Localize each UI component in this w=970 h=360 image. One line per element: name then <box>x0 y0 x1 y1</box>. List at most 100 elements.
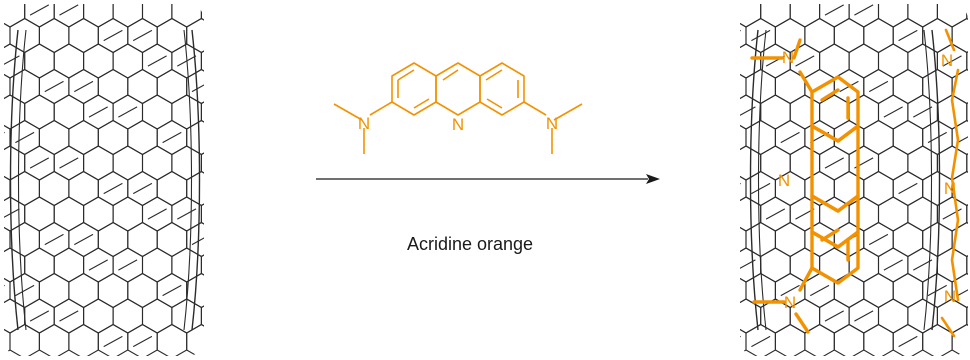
lattice-hexagon <box>127 221 158 258</box>
lattice-hexagon <box>83 43 114 79</box>
lattice-hexagon <box>863 119 894 156</box>
lattice-double-bond <box>707 5 726 15</box>
lattice-hexagon <box>68 17 99 54</box>
lattice-double-bond <box>810 284 830 297</box>
lattice-hexagon <box>819 4 850 28</box>
lattice-hexagon <box>892 272 924 309</box>
lattice-hexagon <box>141 94 173 130</box>
lattice-hexagon <box>740 119 747 156</box>
lattice-hexagon <box>740 170 747 207</box>
lattice-hexagon <box>702 248 732 282</box>
lattice-hexagon <box>848 247 880 283</box>
lattice-double-bond <box>824 157 844 169</box>
lattice-hexagon <box>156 323 188 356</box>
lattice-double-bond <box>707 311 726 321</box>
lattice-hexagon <box>68 170 99 207</box>
adsorbed-dye-front <box>750 38 860 334</box>
lattice-double-bond <box>207 158 226 168</box>
lattice-hexagon <box>907 43 938 79</box>
lattice-double-bond <box>103 182 123 195</box>
reaction-arrow-icon <box>316 174 660 184</box>
lattice-hexagon <box>848 94 880 130</box>
lattice-hexagon <box>186 17 204 54</box>
lattice-hexagon <box>740 68 747 105</box>
lattice-hexagon <box>200 145 204 181</box>
lattice-hexagon <box>200 247 204 283</box>
lattice-double-bond <box>207 311 226 321</box>
lattice-double-bond <box>59 4 79 16</box>
lattice-hexagon <box>745 221 776 258</box>
lattice-hexagon <box>83 196 114 232</box>
lattice-double-bond <box>795 55 815 67</box>
lattice-hexagon <box>97 119 129 156</box>
lattice-hexagon <box>4 4 26 28</box>
lattice-hexagon <box>68 323 99 356</box>
lattice-hexagon <box>38 272 70 309</box>
lattice-hexagon <box>186 272 204 309</box>
lattice-double-bond <box>913 106 933 118</box>
lattice-hexagon <box>53 247 85 283</box>
amine-nitrogen-left: N <box>358 114 370 133</box>
lattice-hexagon <box>760 4 791 28</box>
lattice-hexagon <box>740 17 747 54</box>
lattice-double-bond <box>162 284 182 297</box>
lattice-hexagon <box>877 43 909 79</box>
lattice-hexagon <box>38 323 70 356</box>
lattice-hexagon <box>877 4 909 28</box>
lattice-double-bond <box>15 131 35 144</box>
lattice-hexagon <box>38 170 70 207</box>
lattice-double-bond <box>177 208 197 220</box>
lattice-hexagon <box>789 94 821 130</box>
lattice-double-bond <box>147 55 167 67</box>
lattice-hexagon <box>892 221 924 258</box>
lattice-double-bond <box>29 4 50 16</box>
adsorbed-amine-nitrogen-bottom: N <box>784 293 796 312</box>
lattice-double-bond <box>162 131 182 144</box>
lattice-hexagon <box>97 272 129 309</box>
lattice-hexagon <box>112 196 144 232</box>
lattice-hexagon <box>156 68 188 105</box>
lattice-hexagon <box>112 298 144 334</box>
adsorbed-ring-nitrogen: N <box>778 171 790 190</box>
lattice-hexagon <box>863 272 894 309</box>
lattice-hexagon <box>112 145 144 181</box>
lattice-hexagon <box>760 94 791 130</box>
lattice-hexagon <box>200 196 204 232</box>
lattice-hexagon <box>804 221 835 258</box>
lattice-hexagon <box>200 94 204 130</box>
lattice-double-bond <box>780 131 800 144</box>
lattice-hexagon <box>877 145 909 181</box>
lattice-double-bond <box>59 157 79 169</box>
lattice-hexagon <box>97 68 129 105</box>
lattice-double-bond <box>15 284 35 297</box>
lattice-double-bond <box>740 335 741 348</box>
lattice-double-bond <box>927 284 947 297</box>
lattice-double-bond <box>132 182 153 195</box>
lattice-hexagon <box>24 43 55 79</box>
adsorbed-amine-nitrogen-top: N <box>782 48 794 67</box>
lattice-hexagon <box>141 298 173 334</box>
lattice-hexagon <box>907 4 938 28</box>
lattice-double-bond <box>854 4 874 16</box>
lattice-double-bond <box>751 335 771 348</box>
lattice-double-bond <box>868 80 889 93</box>
lattice-hexagon <box>951 17 968 54</box>
lattice-hexagon <box>907 145 938 181</box>
lattice-hexagon <box>774 323 806 356</box>
lattice-double-bond <box>898 29 918 42</box>
lattice-hexagon <box>789 145 821 181</box>
lattice-hexagon <box>141 145 173 181</box>
lattice-hexagon <box>97 221 129 258</box>
lattice-double-bond <box>118 106 138 118</box>
lattice-hexagon <box>702 197 732 231</box>
lattice-double-bond <box>868 233 889 246</box>
lattice-hexagon <box>200 43 204 79</box>
amine-nitrogen-right: N <box>546 114 558 133</box>
lattice-double-bond <box>118 259 138 271</box>
lattice-double-bond <box>74 80 94 93</box>
lattice-hexagon <box>702 0 732 27</box>
lattice-hexagon <box>53 43 85 79</box>
lattice-hexagon <box>740 221 747 258</box>
back-dye-nitrogen-top: N <box>941 51 953 70</box>
